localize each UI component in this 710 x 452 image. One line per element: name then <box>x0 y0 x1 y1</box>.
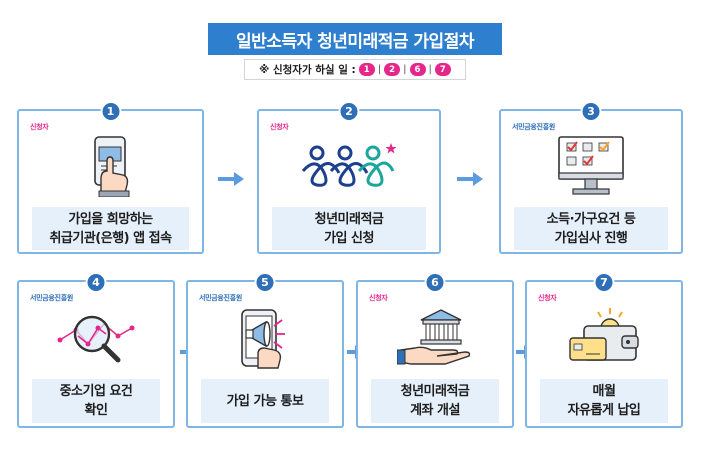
step-label-line: 매월 <box>592 384 616 399</box>
step-actor-label: 신청자 <box>270 123 289 131</box>
step-number-badge: 6 <box>424 272 446 293</box>
step-card-5: 5 서민금융진흥원 가입 가능 통보 <box>186 272 344 428</box>
step-label-box: 가입 가능 통보 <box>201 379 329 423</box>
step-illustration <box>501 133 681 197</box>
step-illustration <box>259 141 439 189</box>
step-card-3: 3 서민금융진흥원 소득·가구요건 등 가입심사 진행 <box>499 101 683 254</box>
applicant-tasks-label: ※ 신청자가 하실 일 : <box>259 64 356 76</box>
step-number-badge: 5 <box>254 272 276 293</box>
monitor-checklist-icon <box>558 136 624 195</box>
page-title: 일반소득자 청년미래적금 가입절차 <box>208 23 502 55</box>
step-actor-label: 신청자 <box>369 294 388 302</box>
step-card-7: 7 신청자 매월 자유롭게 납입 <box>525 272 683 428</box>
phone-megaphone-icon <box>241 309 285 369</box>
step-label-line: 청년미래적금 <box>314 211 384 227</box>
step-label-box: 가입을 희망하는 취급기관(은행) 앱 접속 <box>32 207 189 250</box>
step-label-line: 취급기관(은행) 앱 접속 <box>49 230 172 246</box>
step-label-box: 소득·가구요건 등 가입심사 진행 <box>514 207 668 250</box>
step-illustration <box>188 304 342 370</box>
step-actor-label: 서민금융진흥원 <box>512 123 555 131</box>
youth-logo-icon <box>301 143 397 187</box>
page-title-text: 일반소득자 청년미래적금 가입절차 <box>236 31 474 52</box>
task-pill: 1 <box>358 63 375 76</box>
wallet-coin-icon <box>569 308 639 361</box>
step-label-line: 소득·가구요건 등 <box>546 211 636 227</box>
smartphone-hand-icon <box>93 136 129 197</box>
magnifier-graph-icon <box>57 315 135 363</box>
step-label-box: 청년미래적금 계좌 개설 <box>371 379 499 423</box>
step-illustration <box>19 133 202 197</box>
step-illustration <box>527 304 681 366</box>
task-separator: | <box>377 64 382 75</box>
step-number-badge: 4 <box>85 272 107 293</box>
step-card-1: 1 신청자 가입을 희망하는 취급기관(은행) 앱 접속 <box>17 101 204 254</box>
step-illustration <box>19 306 173 366</box>
step-actor-label: 서민금융진흥원 <box>30 294 73 302</box>
applicant-tasks-note: ※ 신청자가 하실 일 : 1 | 2 | 6 | 7 <box>244 59 466 80</box>
step-actor-label: 신청자 <box>538 294 557 302</box>
step-label-line: 확인 <box>84 403 108 418</box>
step-label-line: 가입심사 진행 <box>554 230 628 246</box>
step-card-2: 2 신청자 청년미래적금 가입 신청 <box>257 101 441 254</box>
step-label-line: 가입을 희망하는 <box>68 211 153 227</box>
task-pill: 7 <box>434 63 451 76</box>
step-number-badge: 7 <box>593 272 615 293</box>
step-label-line: 가입 신청 <box>324 230 374 246</box>
step-label-line: 청년미래적금 <box>400 384 470 399</box>
step-card-4: 4 서민금융진흥원 중소기업 요건 확인 <box>17 272 175 428</box>
step-label-line: 자유롭게 납입 <box>567 403 641 418</box>
task-pill: 2 <box>384 63 401 76</box>
step-label-line: 가입 가능 통보 <box>226 393 304 409</box>
hand-bank-icon <box>397 309 471 365</box>
step-number-badge: 1 <box>100 101 121 122</box>
step-number-badge: 2 <box>338 101 360 122</box>
step-label-box: 중소기업 요건 확인 <box>32 379 160 423</box>
step-label-box: 청년미래적금 가입 신청 <box>272 207 426 250</box>
step-label-line: 계좌 개설 <box>410 403 460 418</box>
step-number-badge: 3 <box>580 101 602 122</box>
step-label-line: 중소기업 요건 <box>59 384 133 399</box>
step-label-box: 매월 자유롭게 납입 <box>540 379 668 423</box>
arrow-right-icon <box>218 172 244 186</box>
step-card-6: 6 신청자 청년미래적금 계좌 개설 <box>356 272 514 428</box>
arrow-right-icon <box>457 172 483 186</box>
step-actor-label: 서민금융진흥원 <box>199 294 242 302</box>
task-separator: | <box>428 64 432 75</box>
step-illustration <box>358 306 512 366</box>
task-pill: 6 <box>409 63 426 76</box>
task-separator: | <box>403 64 407 75</box>
step-actor-label: 신청자 <box>30 123 49 131</box>
